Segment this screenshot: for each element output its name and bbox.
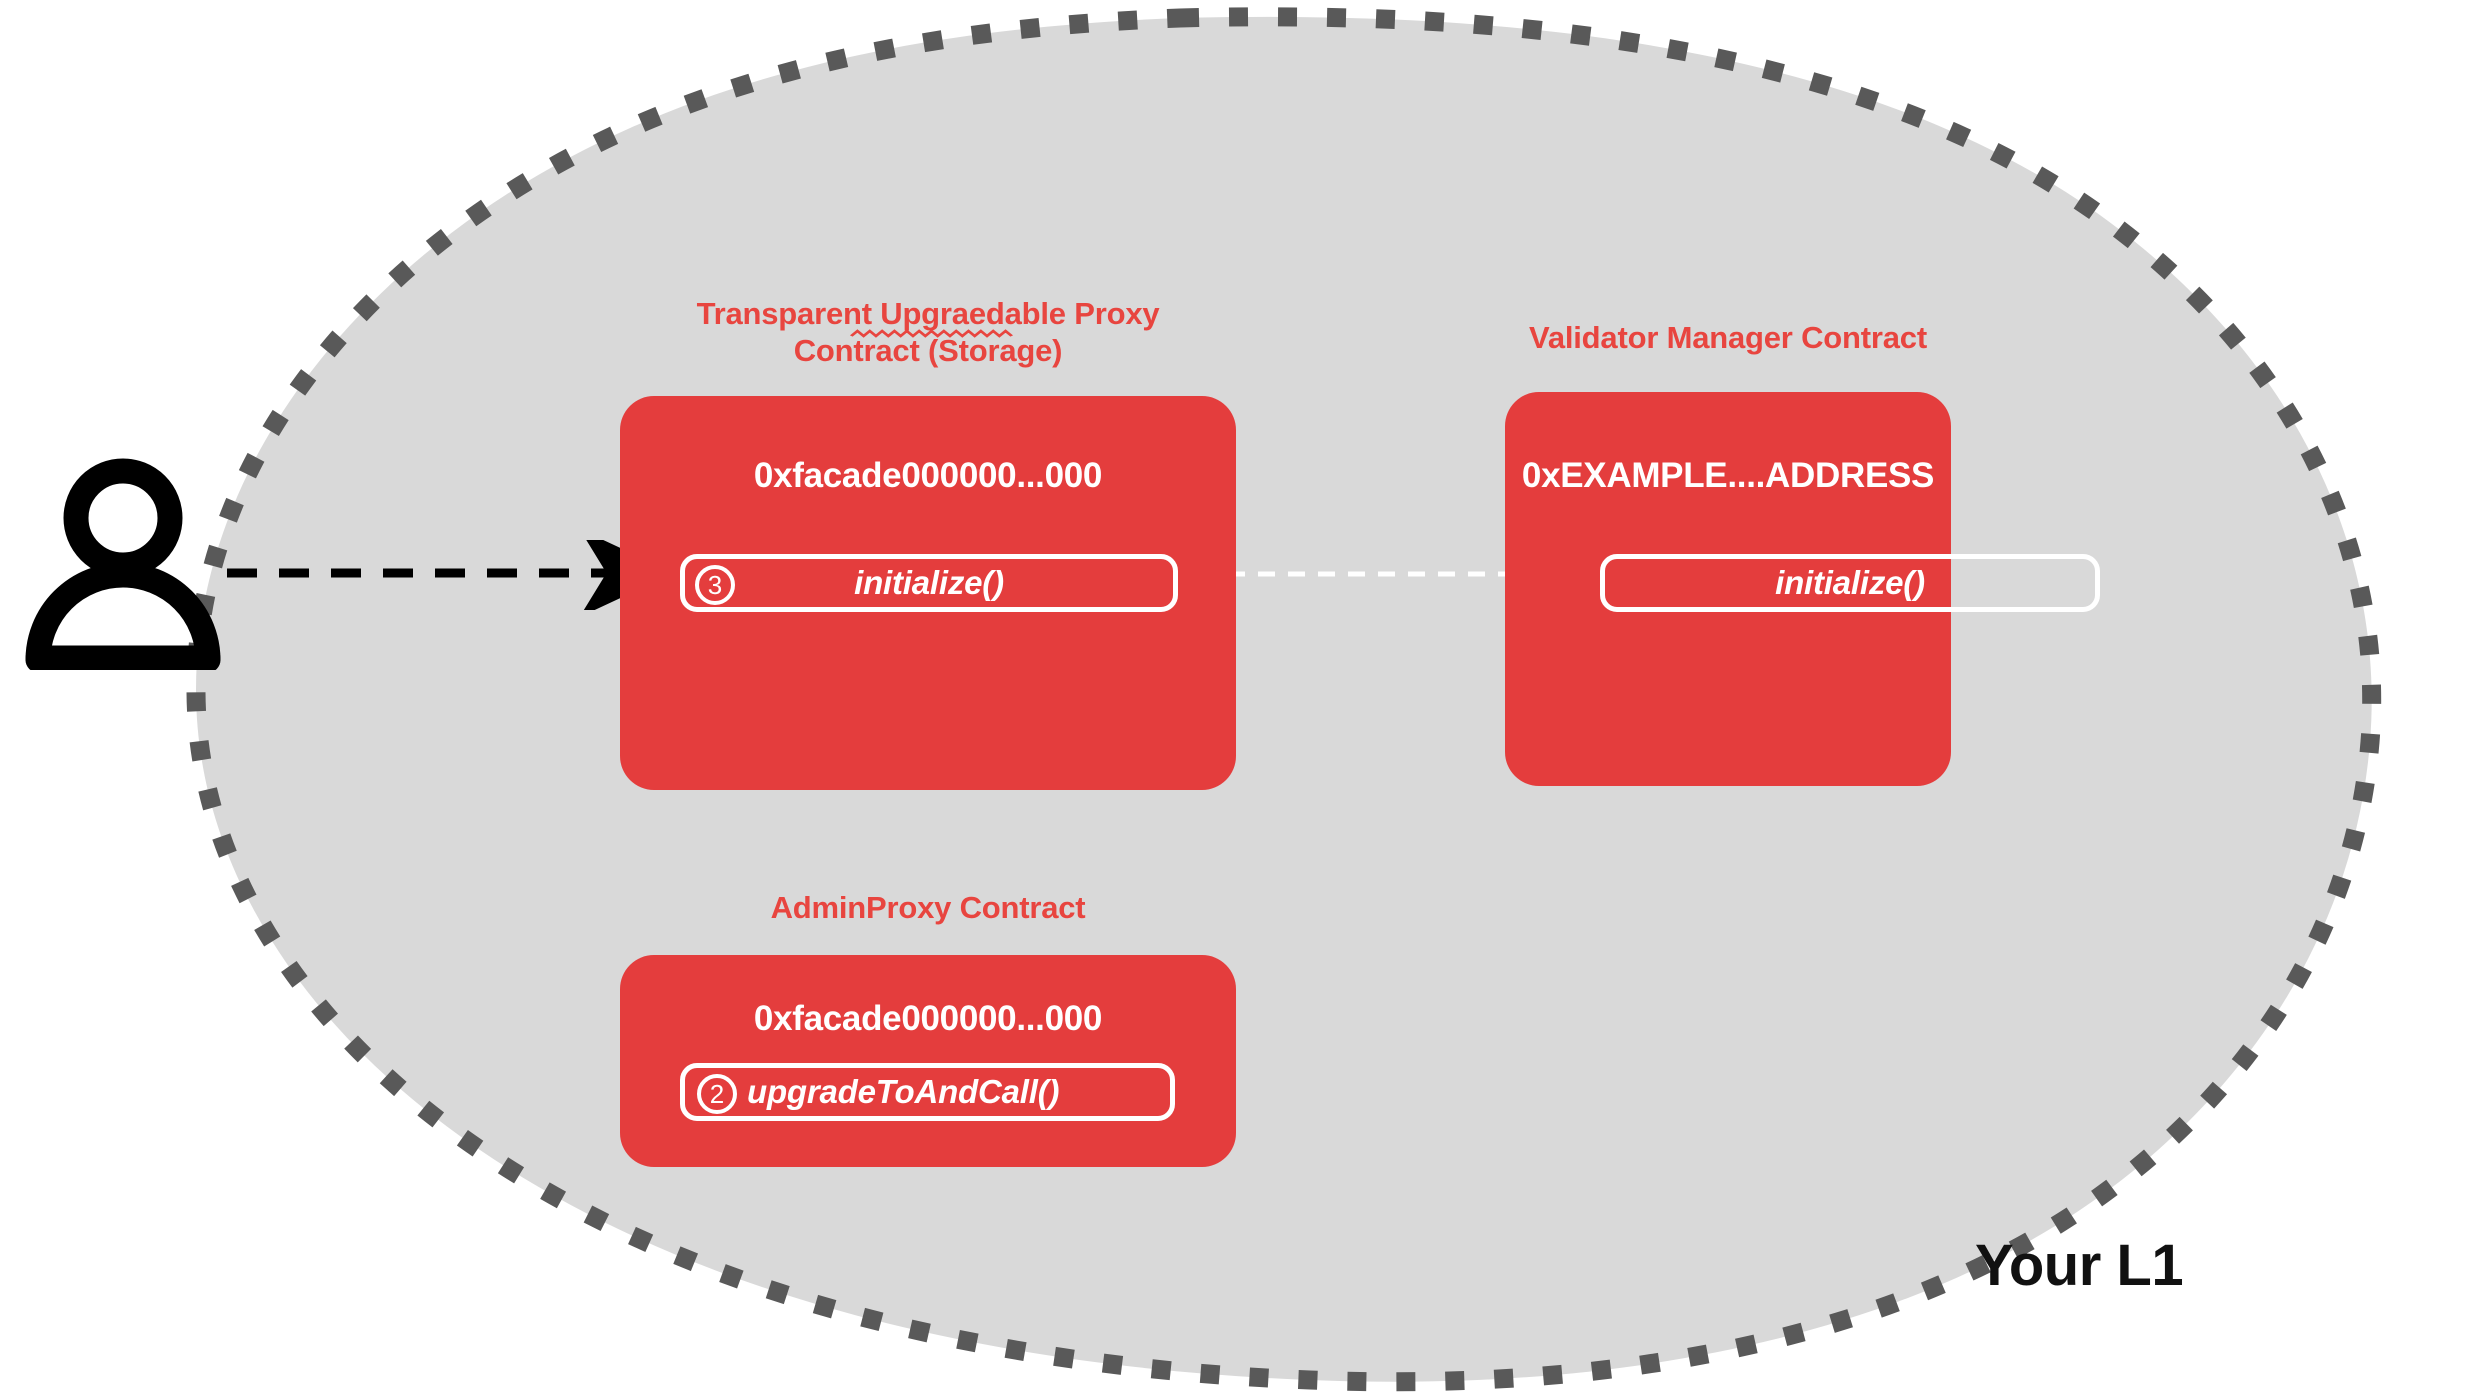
node-title-proxy-line1: Transparent Upgraedable Proxy xyxy=(697,296,1160,338)
step-badge-3: 3 xyxy=(695,565,735,605)
blob-dotted-border xyxy=(186,7,2382,1392)
node-validator-manager-address: 0xEXAMPLE....ADDRESS xyxy=(1521,456,1935,495)
step-badge-2: 2 xyxy=(697,1074,737,1114)
environment-label: Your L1 xyxy=(1975,1233,2184,1298)
method-proxy-initialize-label: initialize() xyxy=(854,564,1004,601)
spellcheck-squiggle xyxy=(849,328,1013,338)
node-title-admin-proxy-line1: AdminProxy Contract xyxy=(770,890,1086,925)
method-admin-upgradetoandcall[interactable]: 2 upgradeToAndCall() xyxy=(680,1063,1175,1121)
method-validator-initialize-label: initialize() xyxy=(1775,564,1925,601)
method-proxy-initialize[interactable]: 3 initialize() xyxy=(680,554,1178,612)
node-title-validator-manager: Validator Manager Contract xyxy=(1505,320,1951,357)
node-proxy-address: 0xfacade000000...000 xyxy=(753,456,1103,495)
connector-user-to-proxy xyxy=(227,540,674,610)
node-proxy[interactable]: 0xfacade000000...000 3 initialize() xyxy=(620,396,1236,790)
method-admin-upgradetoandcall-label: upgradeToAndCall() xyxy=(747,1073,1060,1110)
node-title-proxy: Transparent Upgraedable Proxy Contract (… xyxy=(620,296,1236,369)
node-title-validator-manager-line1: Validator Manager Contract xyxy=(1529,320,1927,355)
node-title-proxy-line2: Contract (Storage) xyxy=(793,332,1063,368)
user-icon xyxy=(25,458,221,670)
node-validator-manager[interactable]: 0xEXAMPLE....ADDRESS initialize() xyxy=(1505,392,2100,786)
node-admin-proxy-address: 0xfacade000000...000 xyxy=(753,999,1103,1038)
method-validator-initialize[interactable]: initialize() xyxy=(1600,554,2100,612)
blob-fill xyxy=(196,16,2372,1382)
node-title-admin-proxy: AdminProxy Contract xyxy=(620,890,1236,927)
node-admin-proxy[interactable]: 0xfacade000000...000 2 upgradeToAndCall(… xyxy=(620,955,1236,1167)
